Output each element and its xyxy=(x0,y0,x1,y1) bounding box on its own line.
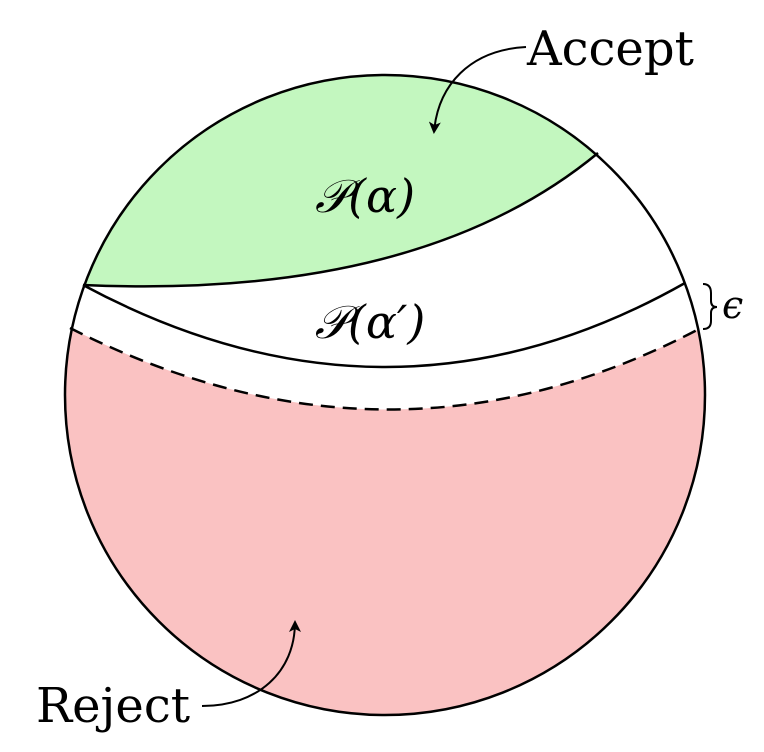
region-alpha-prime-label: 𝒫(α′) xyxy=(315,295,426,349)
reject-arrow xyxy=(201,620,301,707)
alpha-prime-boundary xyxy=(82,281,686,369)
accept-label: Accept xyxy=(526,21,694,77)
reject-region xyxy=(65,310,705,715)
accept-arrow xyxy=(428,46,527,134)
alpha-boundary xyxy=(82,152,599,288)
epsilon-label: ϵ xyxy=(722,283,743,327)
reject-label: Reject xyxy=(36,678,190,734)
epsilon-brace xyxy=(702,283,718,330)
ball-outline xyxy=(63,73,707,717)
reject-boundary-dashed xyxy=(69,326,698,411)
region-alpha-label: 𝒫(α) xyxy=(315,169,415,223)
